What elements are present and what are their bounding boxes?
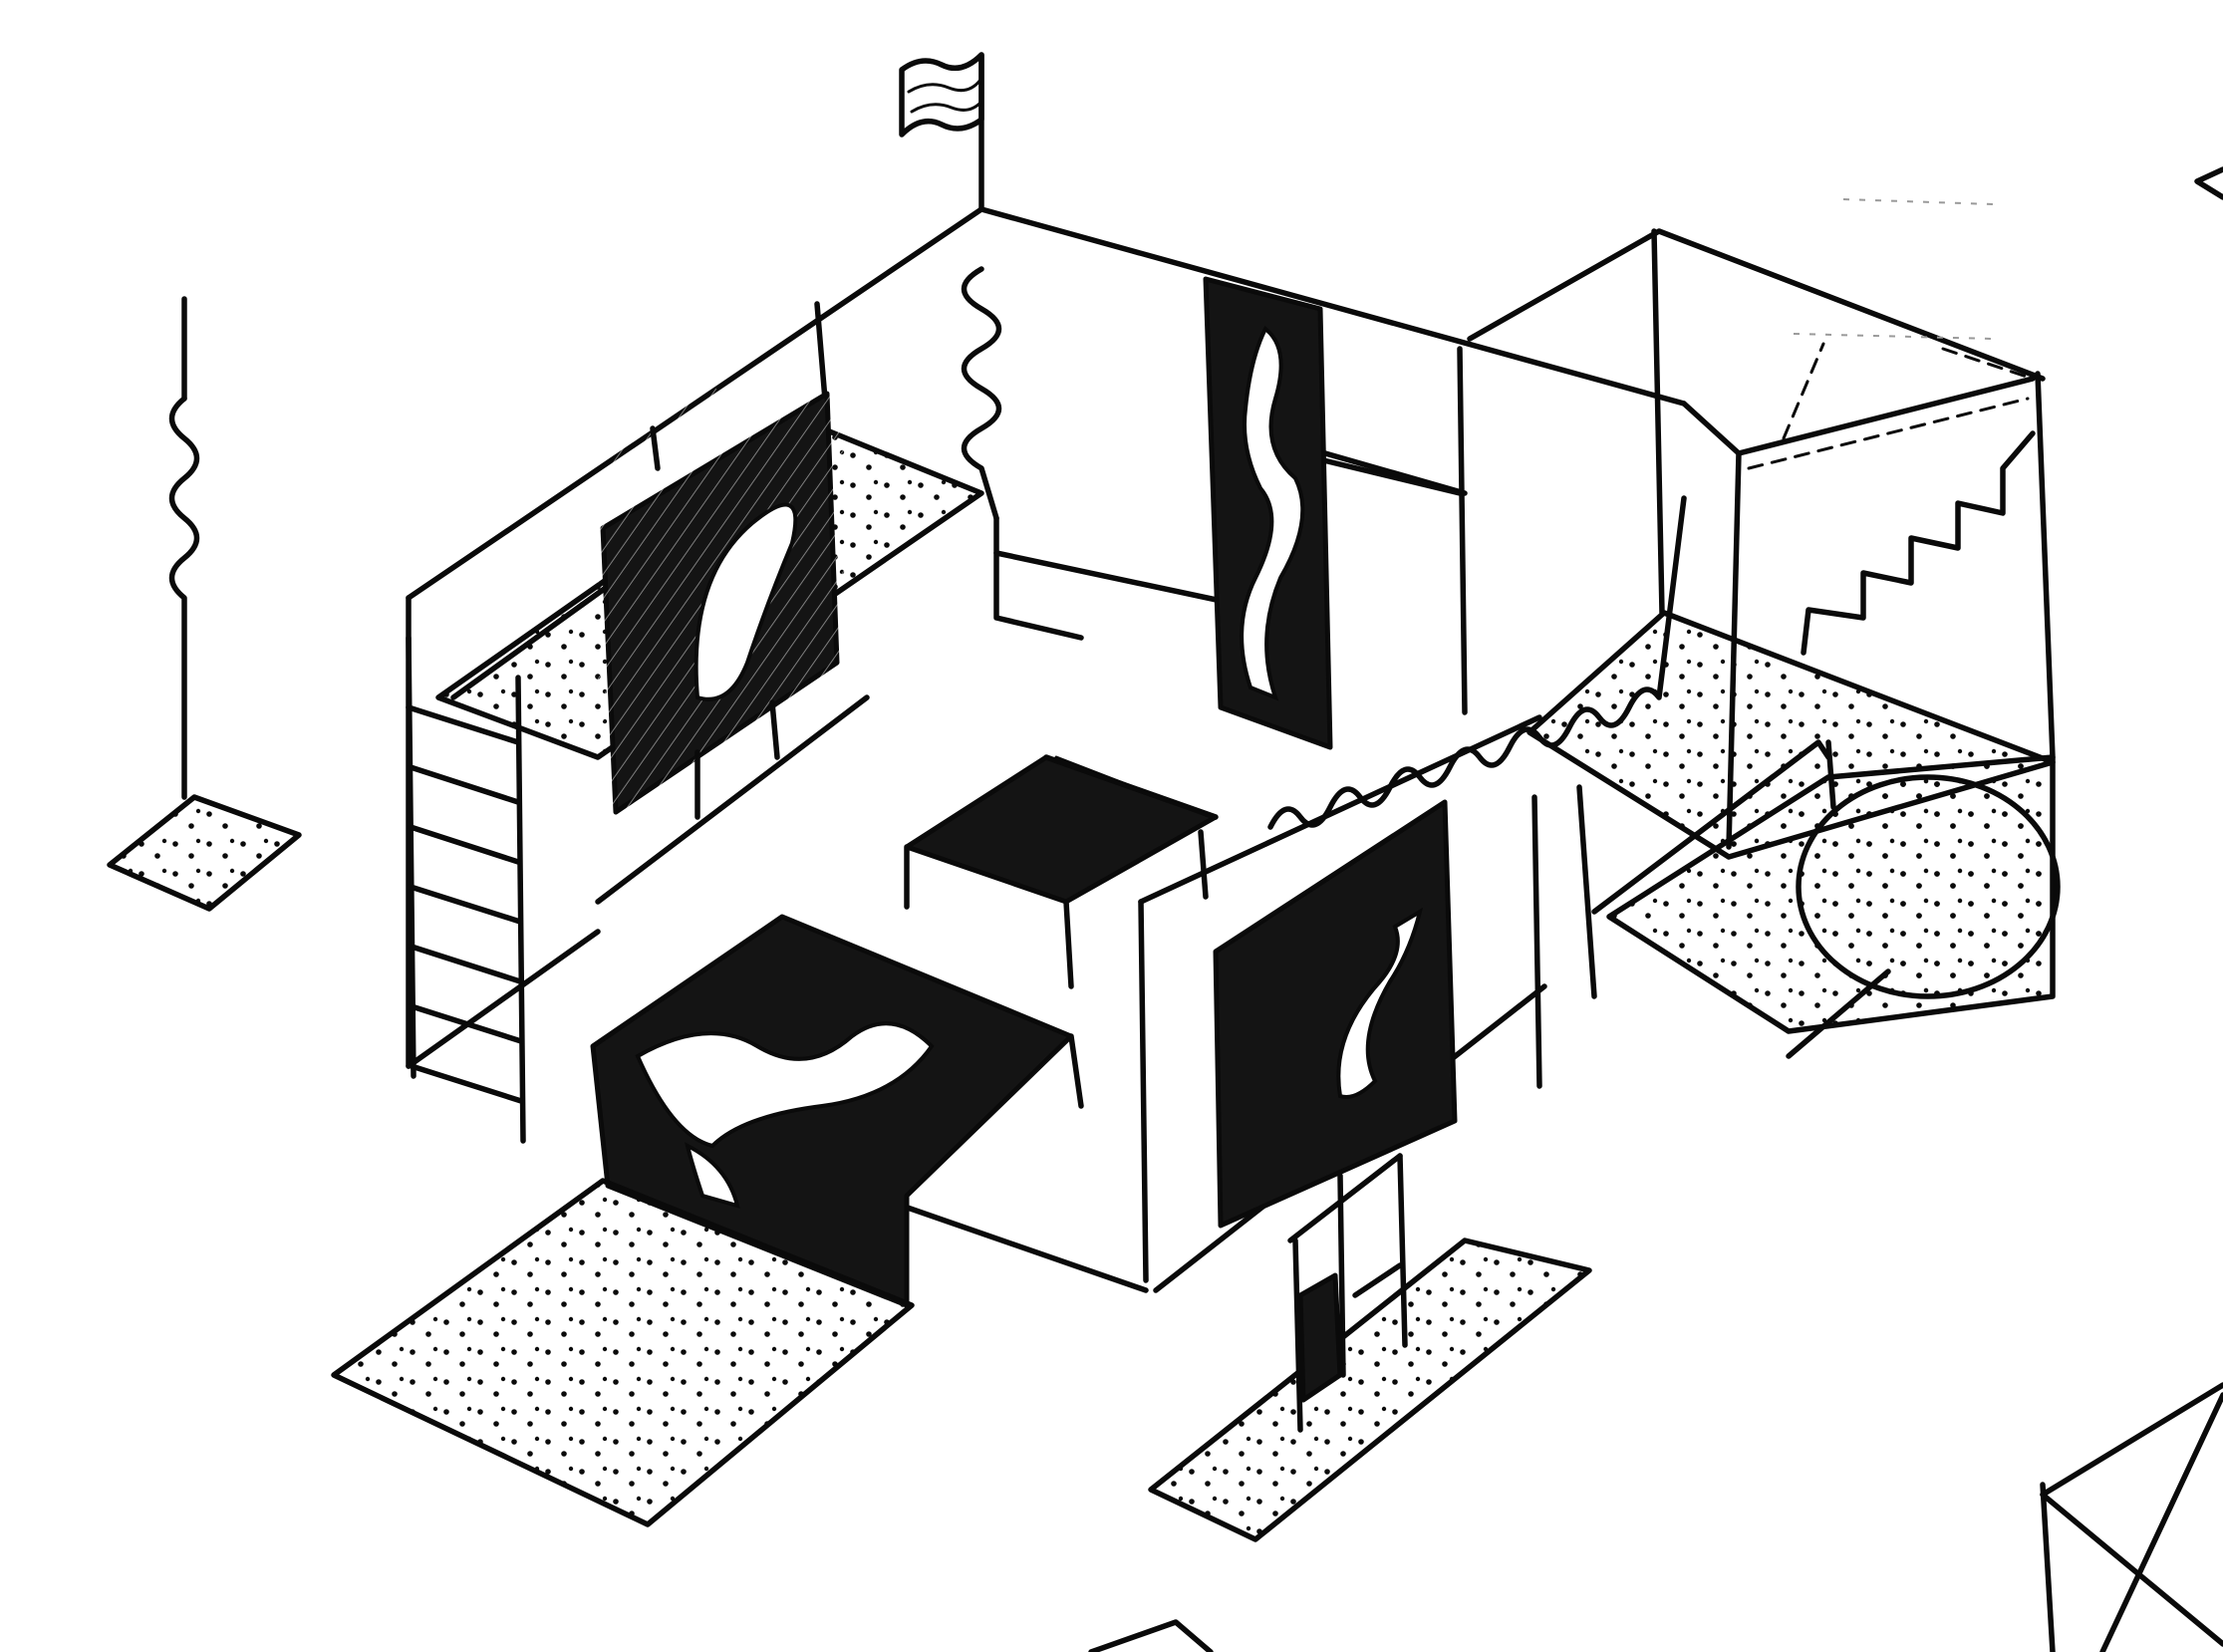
- standalone-pole: [107, 296, 302, 912]
- mini-display-panel: [1287, 1153, 1408, 1433]
- round-platform: [1796, 774, 2061, 999]
- front-counter: [590, 914, 1084, 1308]
- front-right-floor-mat: [1148, 1238, 1592, 1542]
- ladder: [406, 635, 526, 1144]
- paper-mark: [1842, 198, 1994, 205]
- pole-base-mat: [107, 794, 302, 912]
- back-wall-graphic-panel: [1203, 276, 1333, 750]
- edge-fragments: [1088, 166, 2223, 1652]
- flag-icon: [899, 52, 984, 138]
- front-left-floor-mat: [331, 1178, 915, 1527]
- front-wall-graphic-panel: [1213, 799, 1458, 1229]
- central-display-table: [904, 754, 1219, 989]
- left-wall-graphic-panel: [598, 389, 847, 817]
- flagpole: [899, 52, 1084, 641]
- paper-mark: [1793, 333, 1994, 340]
